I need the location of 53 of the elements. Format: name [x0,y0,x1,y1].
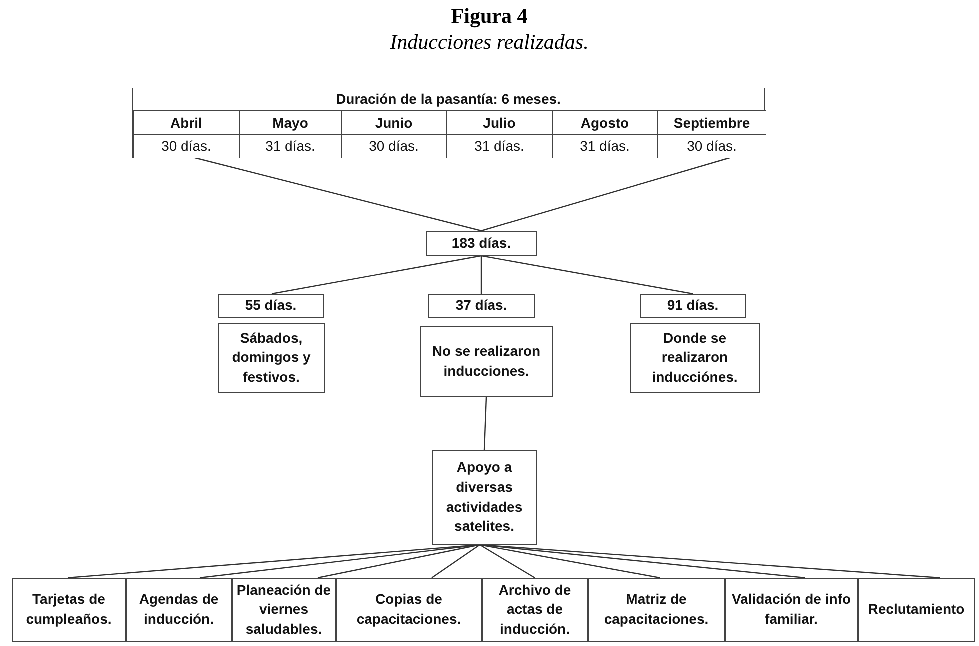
box-text: Agendas de inducción. [138,590,220,629]
text-box [725,578,858,642]
box-text: Donde se realizaron inducciónes. [651,328,739,387]
box-text: Copias de capacitaciones. [356,590,462,629]
connector-line [481,157,730,232]
box-text: Archivo de actas de inducción. [498,580,572,639]
text-box [218,323,325,393]
table-header: Duración de la pasantía: 6 meses. [336,90,561,109]
table-column [552,110,657,158]
connector-line [480,544,806,579]
month-header: Septiembre [658,110,766,134]
text-box [588,578,725,642]
box-text: Reclutamiento [868,600,965,620]
connector-line [480,544,536,579]
connector-line [480,544,660,579]
text-box [420,326,553,397]
box-text: Matriz de capacitaciones. [603,590,710,629]
text-box [428,294,535,318]
table-column [341,110,446,158]
text-box [426,231,537,256]
box-text: Planeación de viernes saludables. [236,580,332,639]
box-text: No se realizaron inducciones. [431,342,542,380]
figure-title: Figura 4 [450,4,529,29]
table-column [239,110,341,158]
connector-line [480,256,482,294]
box-text: Sábados, domingos y festivos. [231,328,312,387]
connector-line [194,157,482,232]
connector-line [480,544,940,579]
connector-line [272,255,482,295]
text-box [218,294,324,318]
connector-line [318,544,480,579]
box-text: Validación de info familiar. [730,590,852,629]
box-text: Tarjetas de cumpleaños. [25,590,113,629]
text-box [336,578,482,642]
connector-line [484,396,488,450]
box-text: 183 días. [452,234,512,253]
box-text: 55 días. [245,296,297,316]
box-text: Apoyo a diversas actividades satelites. [445,458,524,536]
text-box [630,323,760,393]
text-box [640,294,746,318]
table-column [133,110,239,158]
text-box [432,450,537,545]
connector-line [481,255,694,295]
day-count: 30 días. [658,134,766,157]
text-box [126,578,232,642]
text-box [858,578,975,642]
box-text: 37 días. [456,296,508,316]
connector-line [432,544,480,578]
table-column [446,110,552,158]
figure-caption: Inducciones realizadas. [389,30,590,55]
box-text: 91 días. [667,296,719,316]
text-box [12,578,126,642]
text-box [482,578,588,642]
